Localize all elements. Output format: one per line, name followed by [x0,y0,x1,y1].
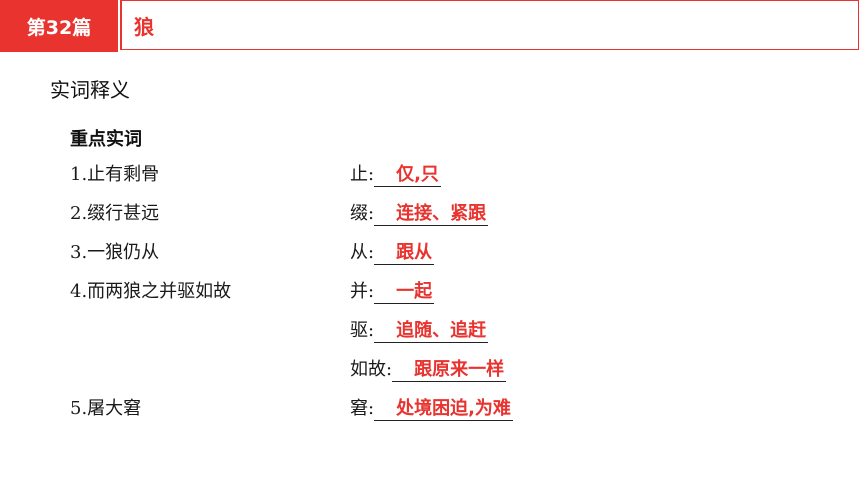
word-label: 窘: [350,398,375,419]
list-item: 2.缀行甚远 缀:连接、紧跟 [70,199,830,238]
answer-text: 仅,只 [374,160,441,187]
word-label: 并: [350,281,375,302]
section-title: 实词释义 [50,78,130,102]
page-title: 狼 [134,14,154,39]
phrase: 5.屠大窘 [70,398,142,419]
list-item: 5.屠大窘 窘:处境困迫,为难 [70,394,830,433]
phrase: 3.一狼仍从 [70,242,160,263]
answer-group: 驱:追随、追赶 [350,316,489,343]
answer-text: 一起 [374,277,435,304]
phrase: 2.缀行甚远 [70,203,160,224]
answer-group: 窘:处境困迫,为难 [350,394,513,421]
phrase: 4.而两狼之并驱如故 [70,281,232,302]
answer-text: 连接、紧跟 [374,199,489,226]
list-item: 驱:追随、追赶 [70,316,830,355]
answer-group: 如故:跟原来一样 [350,355,507,382]
word-label: 如故: [350,359,393,380]
title-bar: 狼 [120,0,859,50]
answer-text: 跟原来一样 [392,355,507,382]
list-item: 1.止有剩骨 止:仅,只 [70,160,830,199]
word-label: 驱: [350,320,375,341]
answer-group: 止:仅,只 [350,160,441,187]
list-item: 4.而两狼之并驱如故 并:一起 [70,277,830,316]
list-item: 3.一狼仍从 从:跟从 [70,238,830,277]
word-label: 缀: [350,203,375,224]
subheading: 重点实词 [70,129,142,150]
answer-text: 跟从 [374,238,435,265]
list-item: 如故:跟原来一样 [70,355,830,394]
answer-group: 缀:连接、紧跟 [350,199,489,226]
answer-text: 追随、追赶 [374,316,489,343]
phrase: 1.止有剩骨 [70,164,160,185]
word-label: 止: [350,164,375,185]
answer-group: 并:一起 [350,277,435,304]
chapter-badge: 第32篇 [0,0,118,52]
word-label: 从: [350,242,375,263]
answer-group: 从:跟从 [350,238,435,265]
header: 第32篇 狼 [0,0,860,52]
answer-text: 处境困迫,为难 [374,394,513,421]
